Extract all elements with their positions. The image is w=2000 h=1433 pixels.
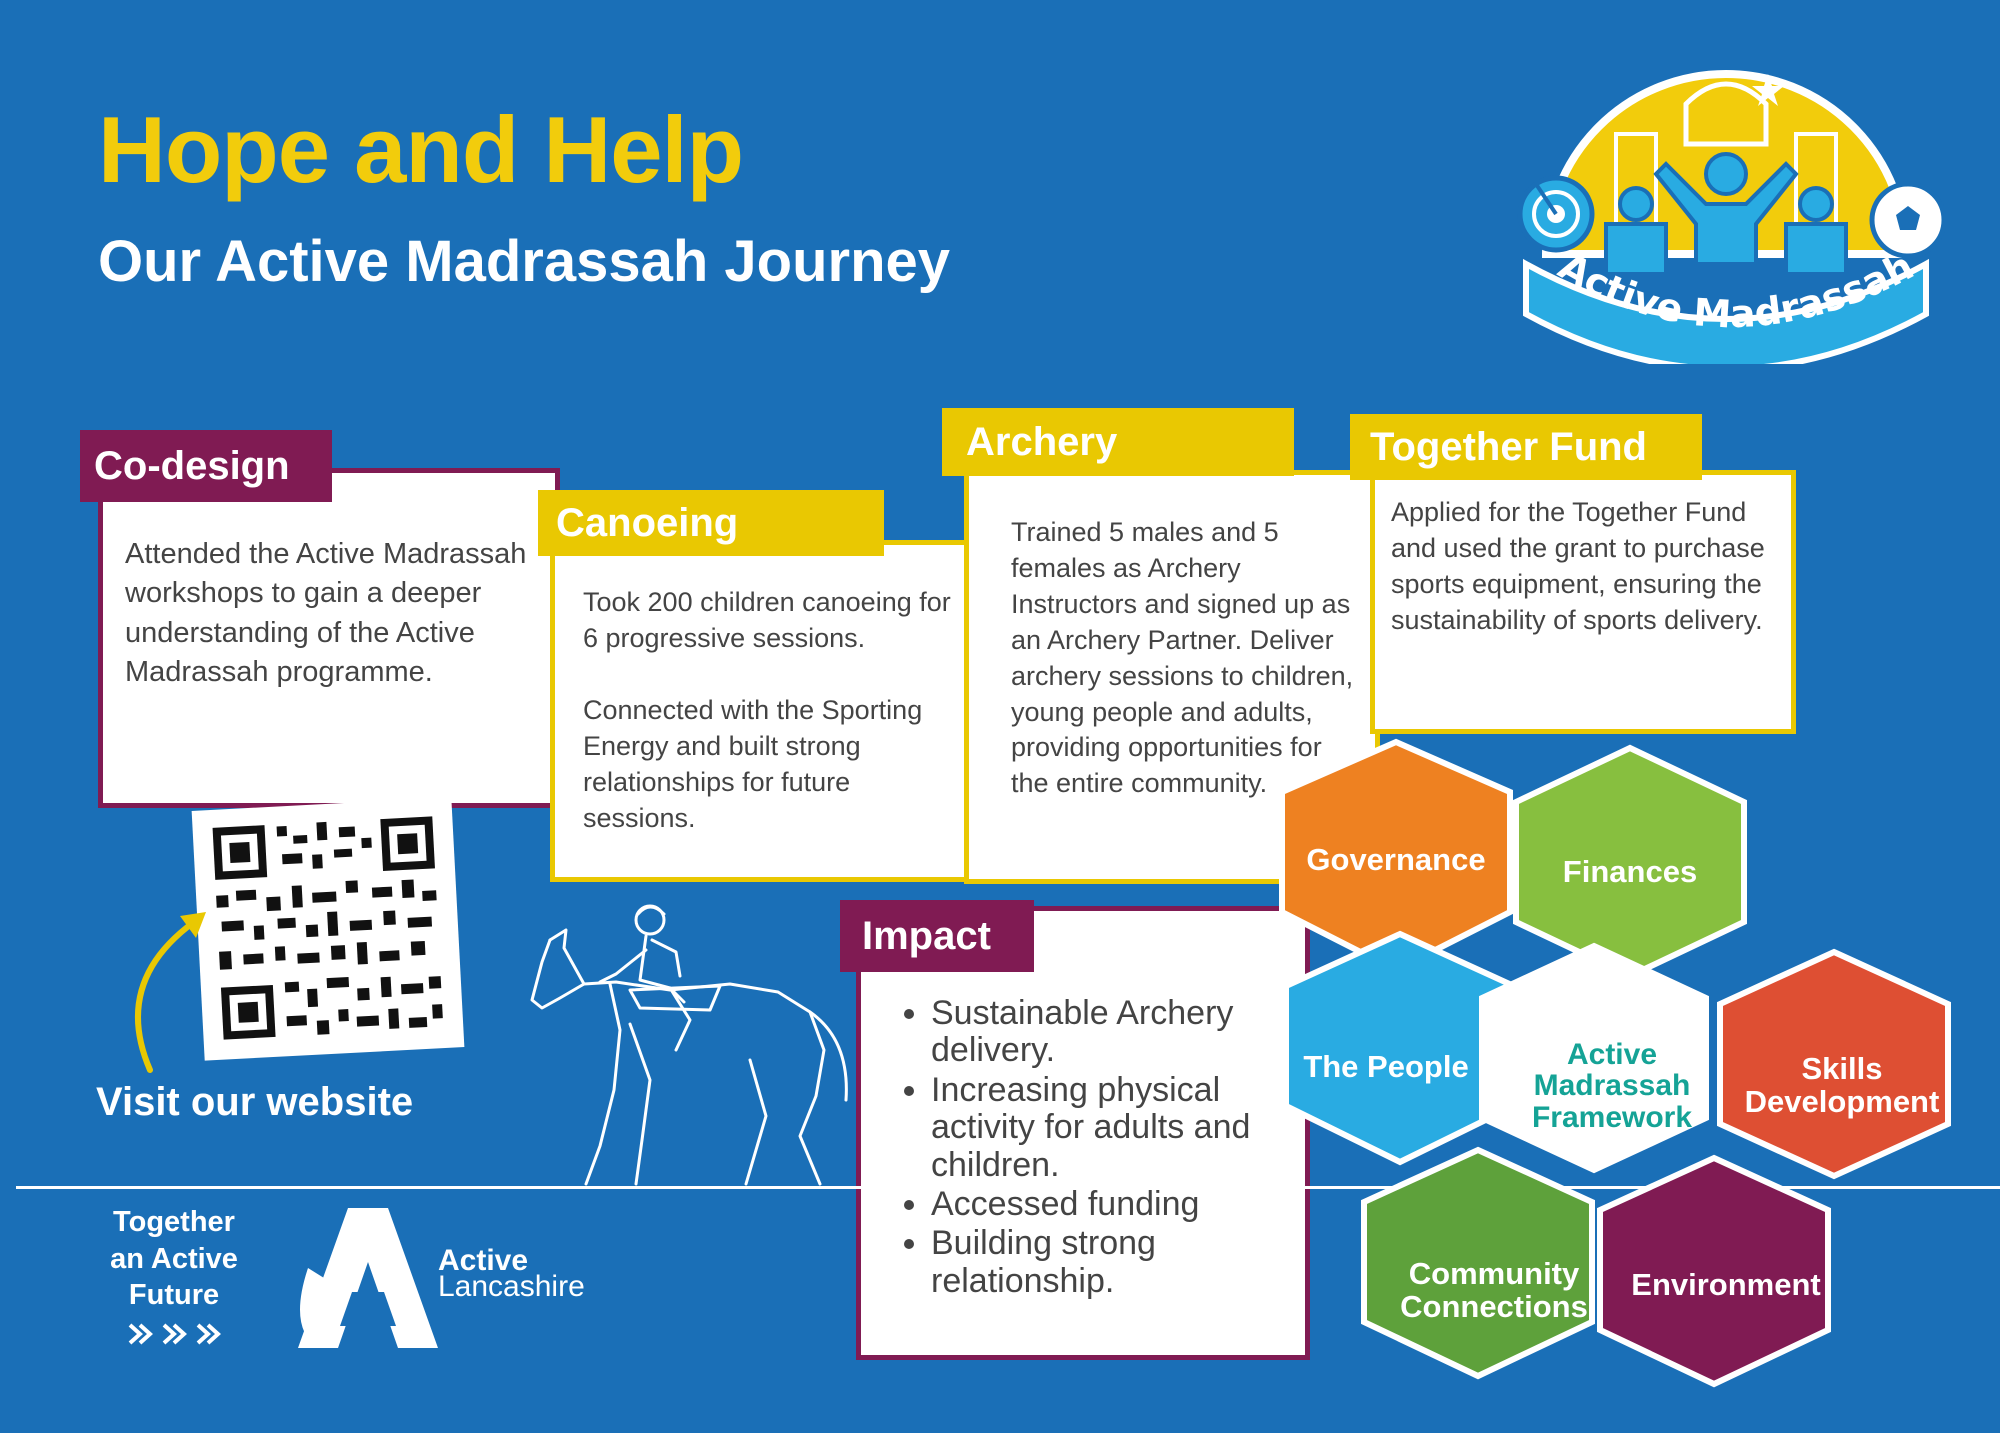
hex-environment xyxy=(1597,1154,1831,1388)
together-fund-text: Applied for the Together Fund and used t… xyxy=(1391,497,1765,635)
qr-code-icon[interactable] xyxy=(191,797,465,1061)
impact-item: Increasing physical activity for adults … xyxy=(931,1071,1331,1184)
archery-tag: Archery xyxy=(942,408,1294,476)
codesign-text: Attended the Active Madrassah workshops … xyxy=(125,538,527,689)
footer-tagline: Together an Active Future xyxy=(94,1204,254,1314)
archery-text: Trained 5 males and 5 females as Archery… xyxy=(1011,517,1354,799)
together-fund-tag: Together Fund xyxy=(1350,414,1702,480)
together-fund-card: Applied for the Together Fund and used t… xyxy=(1370,470,1796,734)
divider-line xyxy=(16,1186,2000,1189)
hex-label-community: Community Connections xyxy=(1400,1256,1588,1324)
hex-label-skills: Skills Development xyxy=(1744,1051,1940,1119)
football-icon xyxy=(1869,181,1947,259)
canoeing-tag: Canoeing xyxy=(538,490,884,556)
active-lancashire-logo-icon xyxy=(288,1208,438,1348)
codesign-card: Attended the Active Madrassah workshops … xyxy=(98,468,560,808)
hex-label-governance: Governance xyxy=(1306,841,1486,877)
chevrons-icon xyxy=(126,1322,226,1346)
horse-rider-illustration xyxy=(520,890,860,1190)
hex-label-people: The People xyxy=(1303,1048,1469,1084)
canoeing-para1: Took 200 children canoeing for 6 progres… xyxy=(583,587,951,653)
hex-skills xyxy=(1717,948,1951,1180)
target-icon xyxy=(1517,175,1595,253)
impact-card: Sustainable Archery delivery. Increasing… xyxy=(856,906,1310,1360)
brand-line2: Lancashire xyxy=(438,1270,585,1303)
tagline-line: Future xyxy=(128,1279,220,1312)
tagline-line: Together xyxy=(113,1206,235,1238)
canoeing-card: Took 200 children canoeing for 6 progres… xyxy=(550,540,970,882)
hex-center xyxy=(1479,942,1709,1174)
page-subtitle: Our Active Madrassah Journey xyxy=(98,229,951,294)
tagline-line: an Active xyxy=(110,1242,238,1275)
impact-item: Sustainable Archery delivery. xyxy=(931,994,1331,1070)
active-madrassah-logo: Active Madrassah xyxy=(1506,44,1947,372)
impact-item: Accessed funding xyxy=(931,1185,1331,1223)
hex-label-environment: Environment xyxy=(1631,1266,1821,1302)
impact-list: Sustainable Archery delivery. Increasing… xyxy=(885,994,1331,1302)
hex-label-center: Active Madrassah Framework xyxy=(1531,1037,1693,1134)
hex-label-finances: Finances xyxy=(1562,853,1698,889)
canoeing-para2: Connected with the Sporting Energy and b… xyxy=(583,695,923,833)
impact-item: Building strong relationship. xyxy=(931,1225,1331,1300)
impact-tag: Impact xyxy=(840,900,1034,972)
framework-hexagons xyxy=(1270,730,1970,1428)
page-title: Hope and Help xyxy=(98,97,744,202)
brand-line1: Active xyxy=(438,1244,529,1277)
curved-arrow-icon xyxy=(110,902,210,1080)
star-icon xyxy=(1752,74,1784,106)
visit-website-link[interactable]: Visit our website xyxy=(96,1080,414,1124)
codesign-tag: Co-design xyxy=(80,430,332,502)
hex-community xyxy=(1361,1146,1595,1380)
